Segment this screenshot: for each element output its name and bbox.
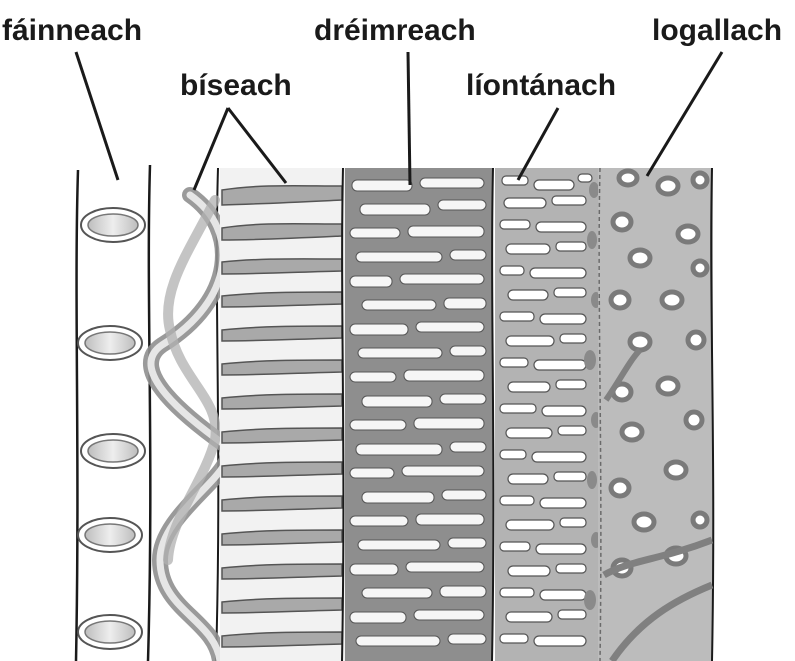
leader-scalariform — [408, 52, 410, 185]
annular-ring — [88, 440, 138, 462]
label-spiral: bíseach — [180, 69, 292, 102]
annular-ring — [85, 524, 135, 546]
label-annular: fáinneach — [2, 14, 142, 47]
label-pitted: logallach — [652, 14, 782, 47]
label-reticulate: líontánach — [466, 69, 616, 102]
pitted-vessel — [598, 168, 713, 661]
transverse-band-vessel — [220, 168, 345, 661]
leader-pitted — [647, 52, 722, 176]
annular-ring — [85, 332, 135, 354]
annular-vessel — [76, 165, 150, 661]
leader-annular — [76, 52, 118, 180]
label-scalariform: dréimreach — [314, 14, 476, 47]
spiral-vessel — [151, 168, 228, 661]
scalariform-vessel — [345, 168, 493, 661]
reticulate-vessel — [495, 168, 601, 661]
annular-ring — [85, 621, 135, 643]
annular-ring — [88, 214, 138, 236]
